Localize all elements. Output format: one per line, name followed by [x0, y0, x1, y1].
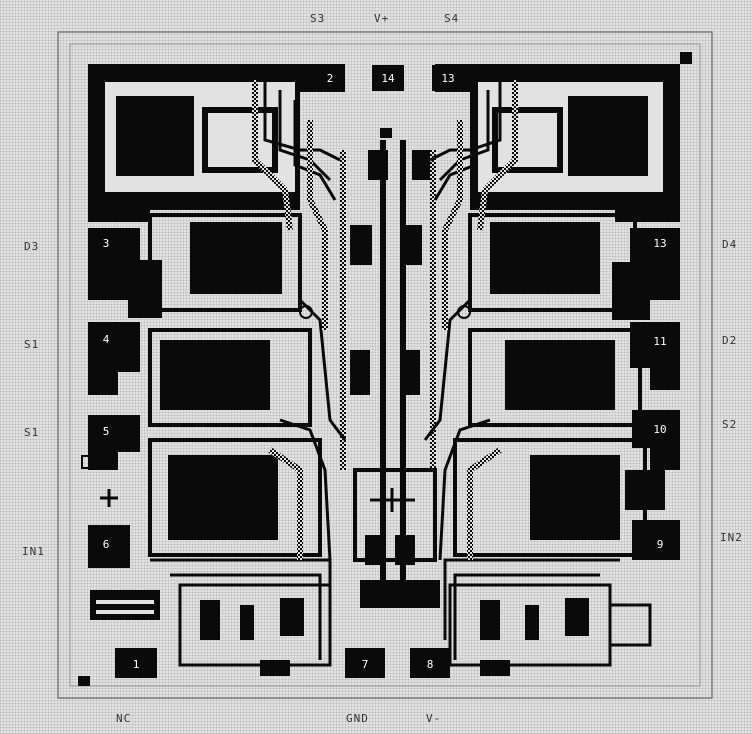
bond-pad-2: 2 — [315, 65, 345, 91]
bond-pad-1-label: 1 — [133, 658, 140, 671]
hatched-traces — [252, 80, 518, 560]
pin-label-left-s1a: S1 — [24, 338, 40, 351]
logic-region — [81, 128, 652, 676]
bond-pad-2-label: 2 — [327, 72, 334, 85]
bond-pad-13-right-label: 13 — [653, 237, 666, 250]
die-inner-outline — [69, 43, 701, 687]
pin-label-left-in1: IN1 — [22, 545, 45, 558]
bond-pad-7: 7 — [345, 648, 385, 678]
bond-pad-3: 3 — [92, 232, 120, 254]
bond-pad-9: 9 — [645, 532, 675, 556]
bond-pad-13-right: 13 — [645, 232, 675, 254]
bond-pad-6: 6 — [92, 532, 120, 556]
bond-pad-11-label: 11 — [653, 335, 666, 348]
bond-pad-13-top-label: 13 — [441, 72, 454, 85]
pin-label-right-in2: IN2 — [720, 531, 743, 544]
pin-label-right-s2: S2 — [722, 418, 738, 431]
center-bus — [340, 140, 440, 608]
transistor-blocks — [148, 213, 647, 557]
pin-label-bottom-gnd: GND — [346, 712, 369, 725]
bond-pad-4: 4 — [92, 328, 120, 350]
pin-label-left-s1b: S1 — [24, 426, 40, 439]
die-outline — [57, 31, 713, 699]
bond-pad-1: 1 — [115, 648, 157, 678]
pin-label-right-d2: D2 — [722, 334, 738, 347]
pin-label-bottom-nc: NC — [116, 712, 132, 725]
bond-pad-14: 14 — [372, 65, 404, 91]
bond-pad-9-label: 9 — [657, 538, 664, 551]
corner-mark-top-right — [680, 52, 692, 64]
pin-label-top-vplus: V+ — [374, 12, 390, 25]
bond-pad-3-label: 3 — [103, 237, 110, 250]
pin-label-top-s4: S4 — [444, 12, 460, 25]
pin-label-right-d4: D4 — [722, 238, 738, 251]
bond-pad-8-label: 8 — [427, 658, 434, 671]
bond-pad-11: 11 — [645, 330, 675, 352]
bond-pad-5-label: 5 — [103, 425, 110, 438]
pin-label-top-s3: S3 — [310, 12, 326, 25]
bond-pad-8: 8 — [410, 648, 450, 678]
bond-pad-13-top: 13 — [432, 65, 464, 91]
bond-pads: 1 2 3 4 5 6 7 8 9 10 11 12 13 14 13 — [92, 65, 675, 678]
corner-mark-bottom-left — [78, 676, 90, 686]
pin-label-left-d3: D3 — [24, 240, 40, 253]
bond-pad-5: 5 — [92, 420, 120, 442]
bond-pad-6-label: 6 — [103, 538, 110, 551]
pin-label-bottom-vminus: V- — [426, 712, 442, 725]
bond-pad-10: 10 — [645, 418, 675, 440]
bond-pad-10-label: 10 — [653, 423, 666, 436]
bond-pad-14-label: 14 — [381, 72, 395, 85]
bond-pad-7-label: 7 — [362, 658, 369, 671]
bond-pad-4-label: 4 — [103, 333, 110, 346]
